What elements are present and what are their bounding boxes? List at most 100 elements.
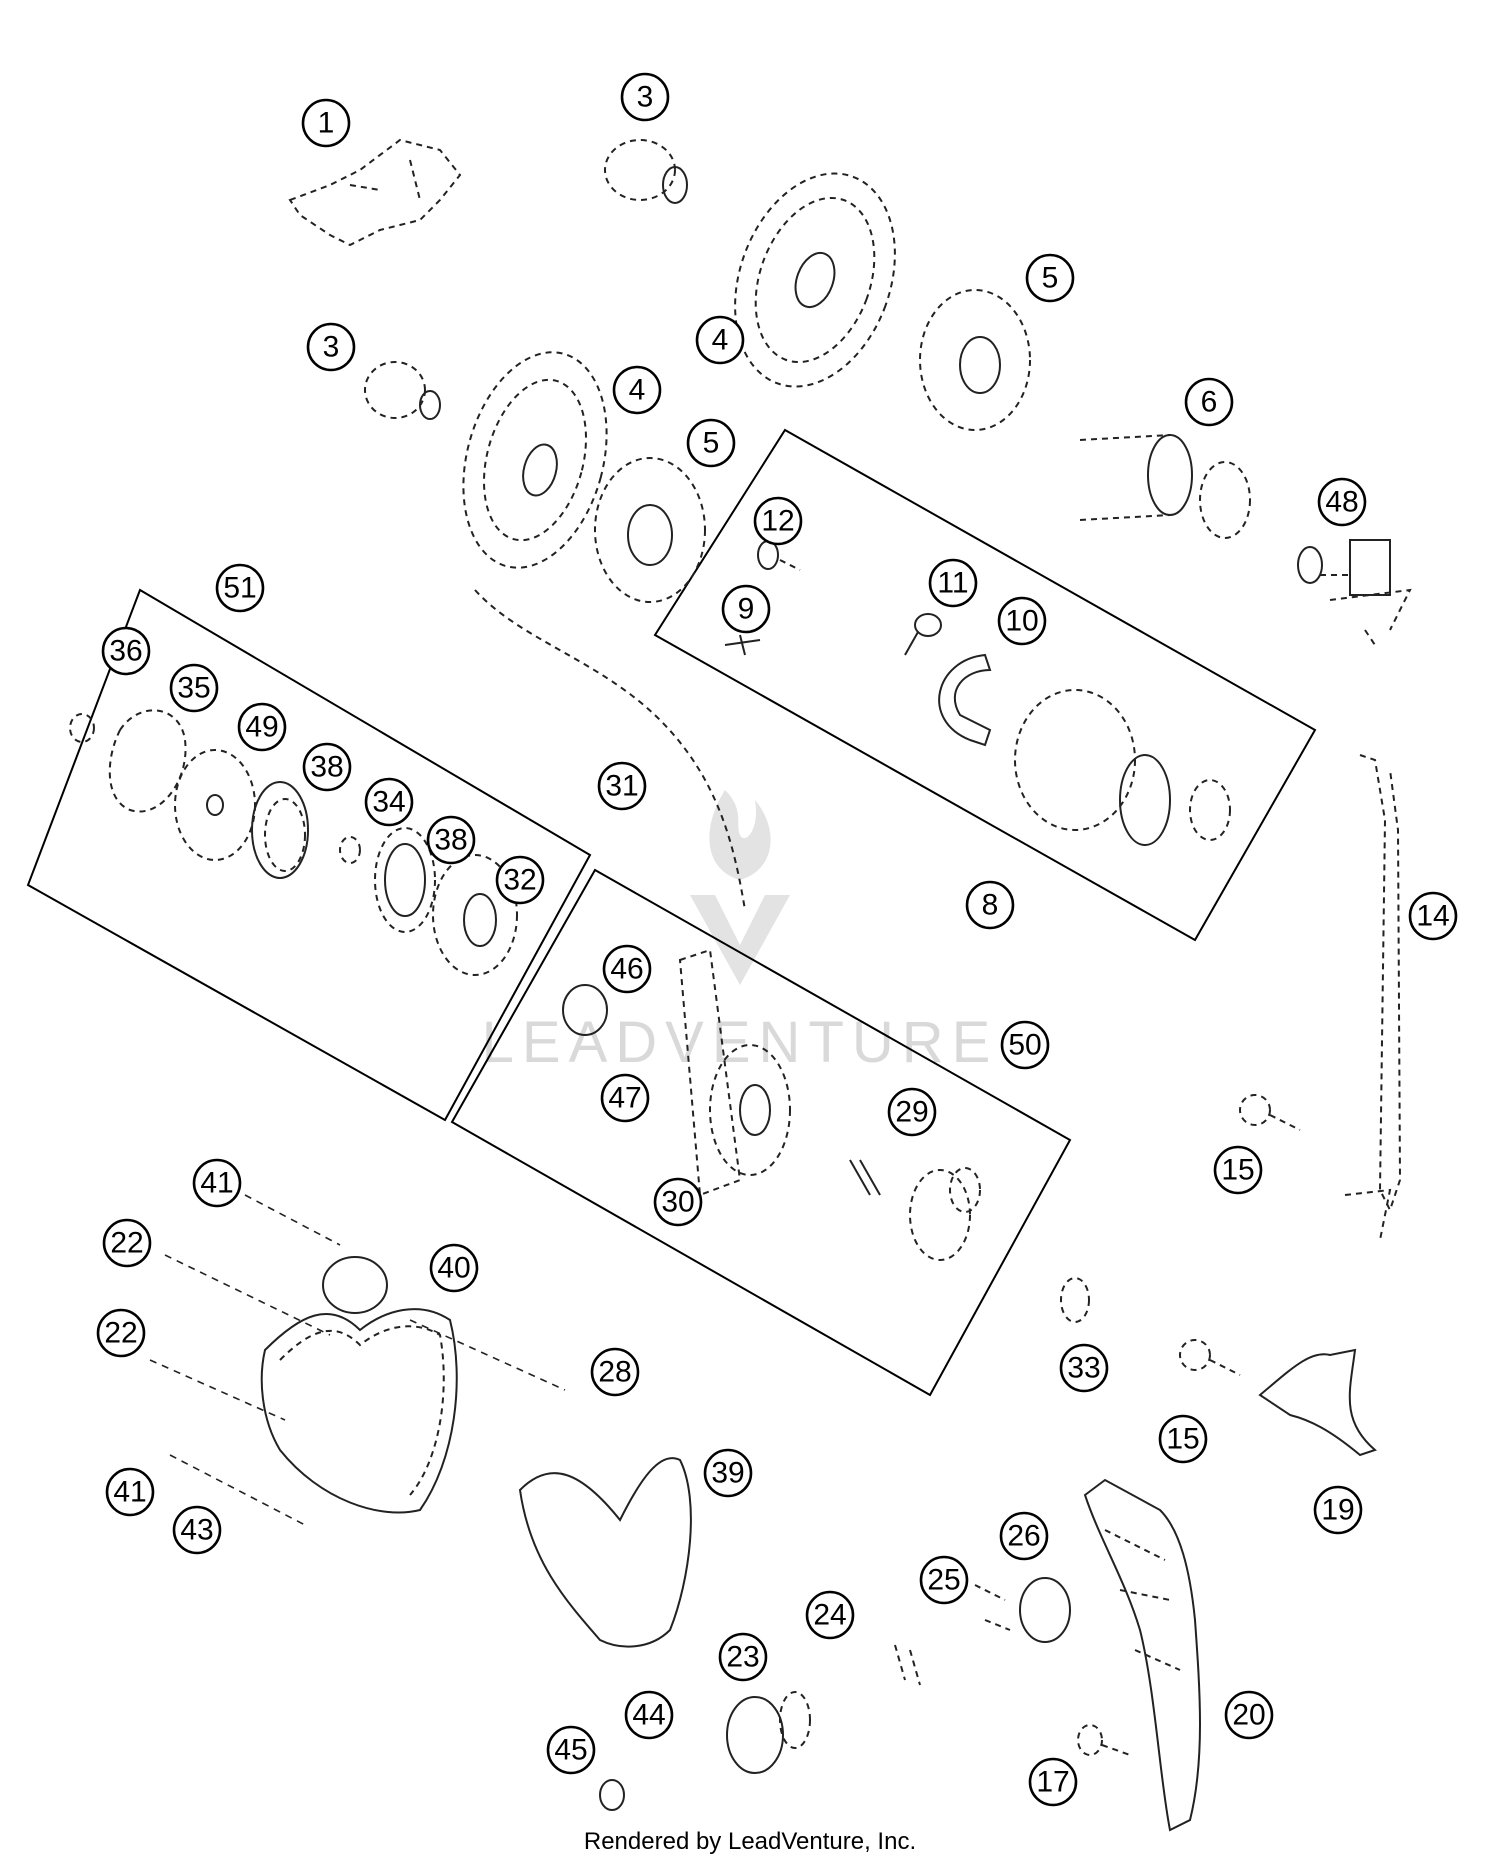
render-credit: Rendered by LeadVenture, Inc.	[583, 1828, 917, 1855]
part-5-upper-bearing	[919, 289, 1031, 431]
part-26-o-ring	[1019, 1577, 1071, 1643]
callout-11: 11	[928, 558, 978, 608]
svg-text:8: 8	[982, 889, 999, 922]
svg-text:11: 11	[937, 567, 968, 600]
leader-22-lower	[149, 1359, 286, 1421]
svg-text:3: 3	[637, 81, 654, 114]
callout-4: 4	[612, 365, 662, 415]
callout-41: 41	[192, 1158, 242, 1208]
svg-text:12: 12	[761, 505, 794, 538]
group-box-51	[26, 588, 592, 1122]
callout-44: 44	[624, 1690, 674, 1740]
callout-5: 5	[686, 418, 736, 468]
part-29-shaft	[849, 1159, 981, 1261]
callout-33: 33	[1059, 1343, 1109, 1393]
svg-text:50: 50	[1008, 1029, 1041, 1062]
part-14-guide-rail	[1344, 754, 1402, 1241]
callout-34: 34	[364, 777, 414, 827]
part-30-chain-gear	[678, 948, 791, 1197]
callout-43: 43	[172, 1505, 222, 1555]
leader-28	[409, 1319, 566, 1391]
svg-text:26: 26	[1007, 1520, 1040, 1553]
svg-text:20: 20	[1232, 1699, 1265, 1732]
svg-text:45: 45	[554, 1734, 587, 1767]
part-1-bracket	[288, 138, 462, 247]
part-4-upper-gear	[734, 172, 896, 388]
svg-text:39: 39	[711, 1457, 744, 1490]
part-3-lower-bushing	[364, 361, 441, 420]
svg-text:5: 5	[703, 427, 720, 460]
callout-29: 29	[887, 1087, 937, 1137]
callout-14: 14	[1408, 891, 1458, 941]
svg-text:34: 34	[372, 786, 405, 819]
svg-text:31: 31	[605, 770, 638, 803]
callout-1: 1	[301, 98, 351, 148]
callout-3: 3	[620, 72, 670, 122]
part-3-upper-bushing	[604, 139, 688, 204]
callout-28: 28	[590, 1347, 640, 1397]
part-33-washer	[1060, 1277, 1090, 1323]
callout-10: 10	[997, 596, 1047, 646]
svg-text:1: 1	[318, 107, 335, 140]
callout-3: 3	[306, 322, 356, 372]
svg-text:15: 15	[1166, 1423, 1199, 1456]
part-32-bearing	[432, 854, 518, 976]
part-31-chain-outline	[474, 589, 746, 911]
callout-38: 38	[426, 815, 476, 865]
part-49-impeller	[174, 749, 256, 861]
callout-17: 17	[1028, 1757, 1078, 1807]
callout-23: 23	[718, 1632, 768, 1682]
part-46-washer	[562, 984, 608, 1036]
part-6-shaft	[1079, 434, 1251, 539]
svg-text:38: 38	[310, 751, 343, 784]
callout-50: 50	[1000, 1020, 1050, 1070]
callout-8: 8	[965, 880, 1015, 930]
part-38-seal-a	[251, 781, 309, 879]
leader-22-upper	[164, 1254, 331, 1336]
svg-text:41: 41	[113, 1476, 146, 1509]
svg-text:40: 40	[437, 1252, 470, 1285]
part-36-nut	[69, 713, 95, 743]
svg-text:4: 4	[712, 324, 729, 357]
svg-text:49: 49	[245, 711, 278, 744]
part-9-screw	[724, 634, 761, 656]
svg-text:9: 9	[738, 593, 755, 626]
svg-text:35: 35	[177, 672, 210, 705]
callout-38: 38	[302, 742, 352, 792]
svg-text:19: 19	[1321, 1494, 1354, 1527]
svg-text:22: 22	[104, 1317, 137, 1350]
svg-text:15: 15	[1221, 1154, 1254, 1187]
svg-text:33: 33	[1067, 1352, 1100, 1385]
callout-40: 40	[429, 1243, 479, 1293]
callout-36: 36	[101, 626, 151, 676]
part-23-seal	[726, 1691, 811, 1774]
part-20-tensioner-rail	[1083, 1478, 1201, 1832]
svg-text:32: 32	[503, 864, 536, 897]
svg-text:3: 3	[323, 331, 340, 364]
svg-text:17: 17	[1036, 1766, 1069, 1799]
watermark-text: LEADVENTURE	[482, 1010, 999, 1075]
callout-41: 41	[105, 1467, 155, 1517]
callout-15: 15	[1158, 1414, 1208, 1464]
callout-39: 39	[703, 1448, 753, 1498]
callout-30: 30	[653, 1177, 703, 1227]
part-25-pin	[974, 1584, 1011, 1631]
callout-45: 45	[546, 1725, 596, 1775]
part-10-shoe	[938, 653, 992, 747]
part-17-bolt	[1077, 1724, 1131, 1756]
callout-24: 24	[805, 1590, 855, 1640]
callout-46: 46	[602, 944, 652, 994]
callout-35: 35	[169, 663, 219, 713]
part-12-pin	[757, 540, 801, 571]
callout-5: 5	[1025, 253, 1075, 303]
svg-text:24: 24	[813, 1599, 846, 1632]
svg-text:23: 23	[726, 1641, 759, 1674]
callout-47: 47	[600, 1073, 650, 1123]
svg-text:44: 44	[632, 1699, 665, 1732]
callout-49: 49	[237, 702, 287, 752]
svg-text:46: 46	[610, 953, 643, 986]
callout-15: 15	[1213, 1145, 1263, 1195]
callout-9: 9	[721, 584, 771, 634]
callout-48: 48	[1317, 477, 1367, 527]
